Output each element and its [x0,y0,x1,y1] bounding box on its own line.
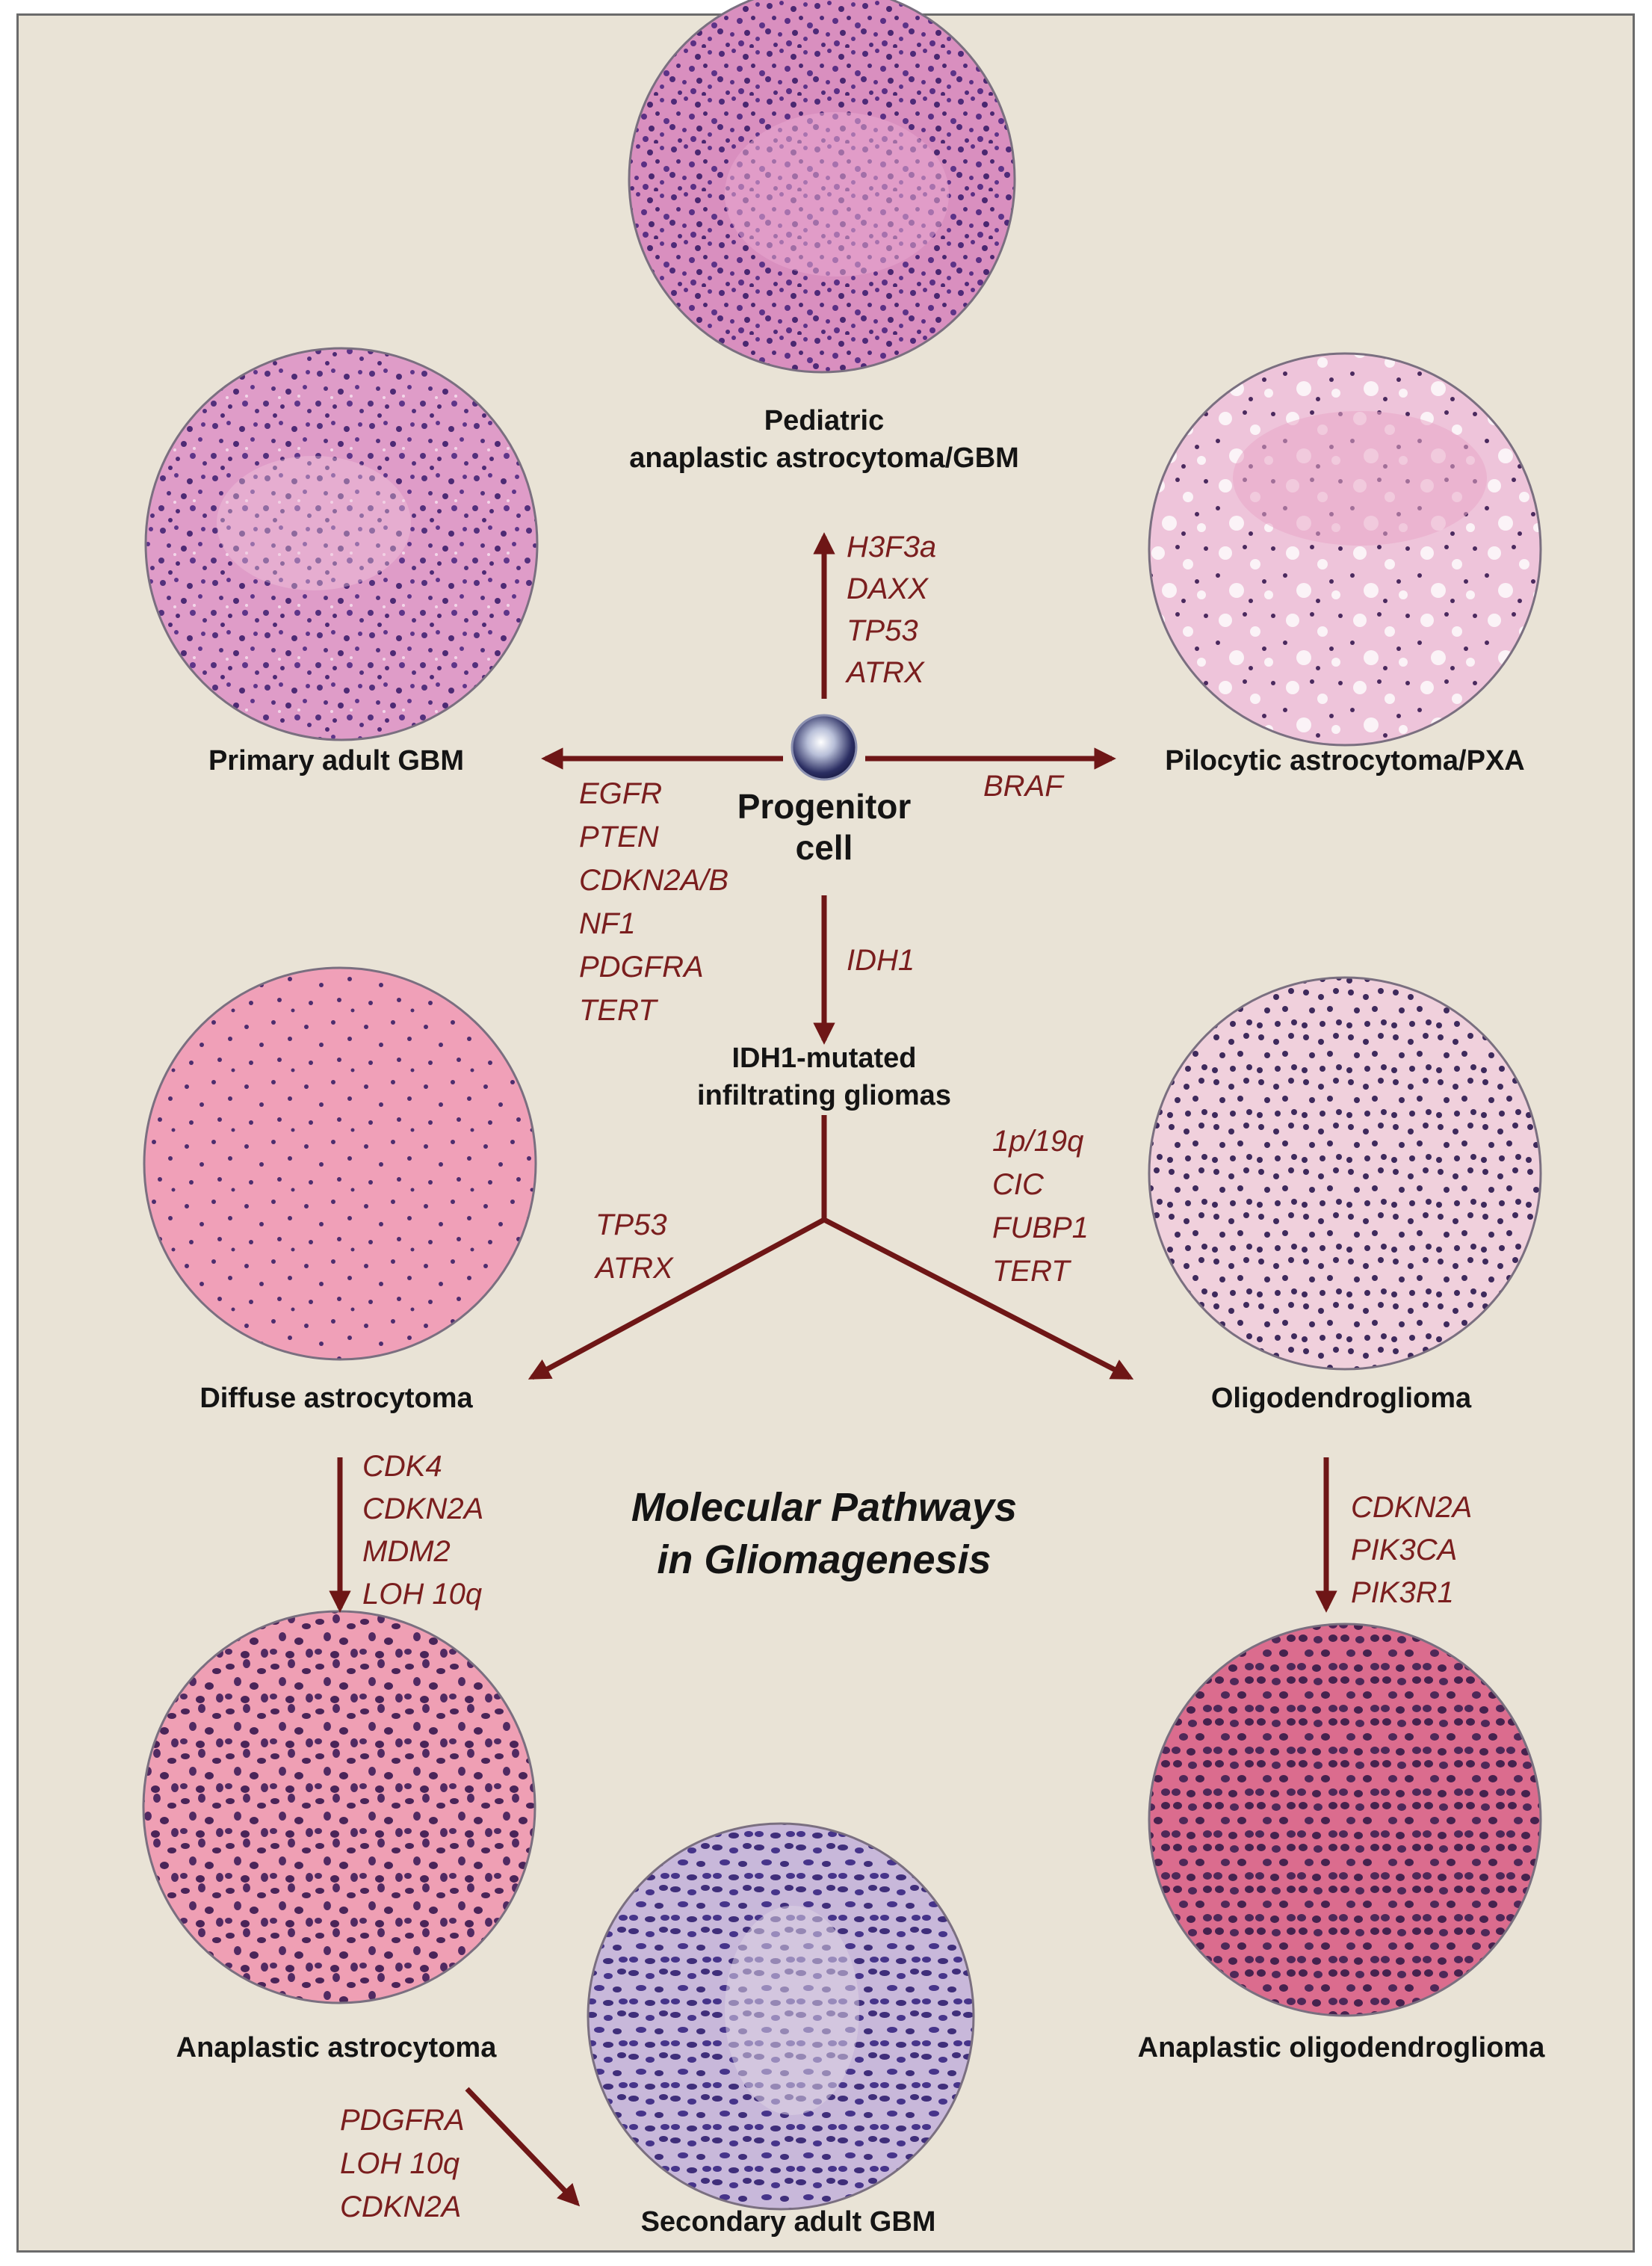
gene-label: IDH1 [847,944,915,977]
pediatric-label-line1: Pediatric [764,405,885,436]
progenitor-cell-icon [791,714,858,781]
gene-label: LOH 10q [362,1578,482,1611]
secondary-gbm-histology-image [587,1822,975,2211]
secondary-gbm-label: Secondary adult GBM [641,2206,936,2238]
gene-label: CDKN2A [1351,1491,1472,1524]
gene-label: H3F3a [847,531,936,564]
gene-label: PIK3R1 [1351,1576,1454,1609]
diagram-title-line1: Molecular Pathways [631,1485,1017,1530]
gene-label: CIC [992,1168,1045,1201]
arrow-to-oligo [823,1217,1134,1380]
gene-label: CDKN2A [340,2191,461,2223]
gene-label: LOH 10q [340,2147,460,2180]
idh1-gliomas-label-line1: IDH1-mutated [731,1043,916,1074]
gene-label: PDGFRA [579,951,704,984]
anaplastic-oligo-label: Anaplastic oligodendroglioma [1138,2032,1546,2063]
anaplastic-astro-label: Anaplastic astrocytoma [176,2032,498,2063]
gene-label: 1p/19q [992,1125,1083,1158]
gene-label: ATRX [594,1252,674,1285]
gene-label: ATRX [845,656,925,689]
progenitor-label-line1: Progenitor [737,787,912,826]
gene-label: PDGFRA [340,2104,465,2137]
gene-label: TERT [579,994,658,1027]
gene-label: NF1 [579,907,636,940]
genes-to-idh1: IDH1 [847,944,915,977]
oligo-histology-image [1148,976,1542,1371]
gene-label: MDM2 [362,1535,451,1568]
gene-label: BRAF [983,770,1065,803]
gene-label: TERT [992,1255,1071,1288]
idh1-gliomas-label-line2: infiltrating gliomas [697,1080,951,1111]
primary-gbm-histology-image [144,347,539,741]
progenitor-label-line2: cell [796,828,853,867]
diffuse-label: Diffuse astrocytoma [199,1383,473,1414]
gene-label: TP53 [595,1208,667,1241]
primary-gbm-label: Primary adult GBM [208,745,464,777]
genes-to-pilocytic: BRAF [983,770,1065,803]
gene-label: CDKN2A/B [579,864,728,897]
gene-label: FUBP1 [992,1211,1089,1244]
pilocytic-histology-image [1148,352,1542,747]
gene-label: EGFR [579,777,662,810]
oligo-label: Oligodendroglioma [1211,1383,1472,1414]
gene-label: CDK4 [362,1450,442,1483]
anaplastic-oligo-histology-image [1148,1623,1542,2017]
gene-label: PIK3CA [1351,1534,1457,1566]
arrow-to-secondary-gbm [465,2087,581,2207]
gene-label: PTEN [579,821,659,853]
diagram-title-line2: in Gliomagenesis [657,1537,991,1582]
gene-label: DAXX [847,572,929,605]
genes-to-anaplastic-oligo: CDKN2A PIK3CA PIK3R1 [1351,1491,1472,1609]
gene-label: TP53 [847,614,918,647]
gene-label: CDKN2A [362,1492,483,1525]
pediatric-label-line2: anaplastic astrocytoma/GBM [629,442,1019,474]
pediatric-histology-image [628,0,1016,374]
diffuse-histology-image [143,966,537,1361]
anaplastic-astro-histology-image [142,1610,536,2004]
arrow-to-diffuse [528,1217,826,1380]
pilocytic-label: Pilocytic astrocytoma/PXA [1165,745,1525,777]
